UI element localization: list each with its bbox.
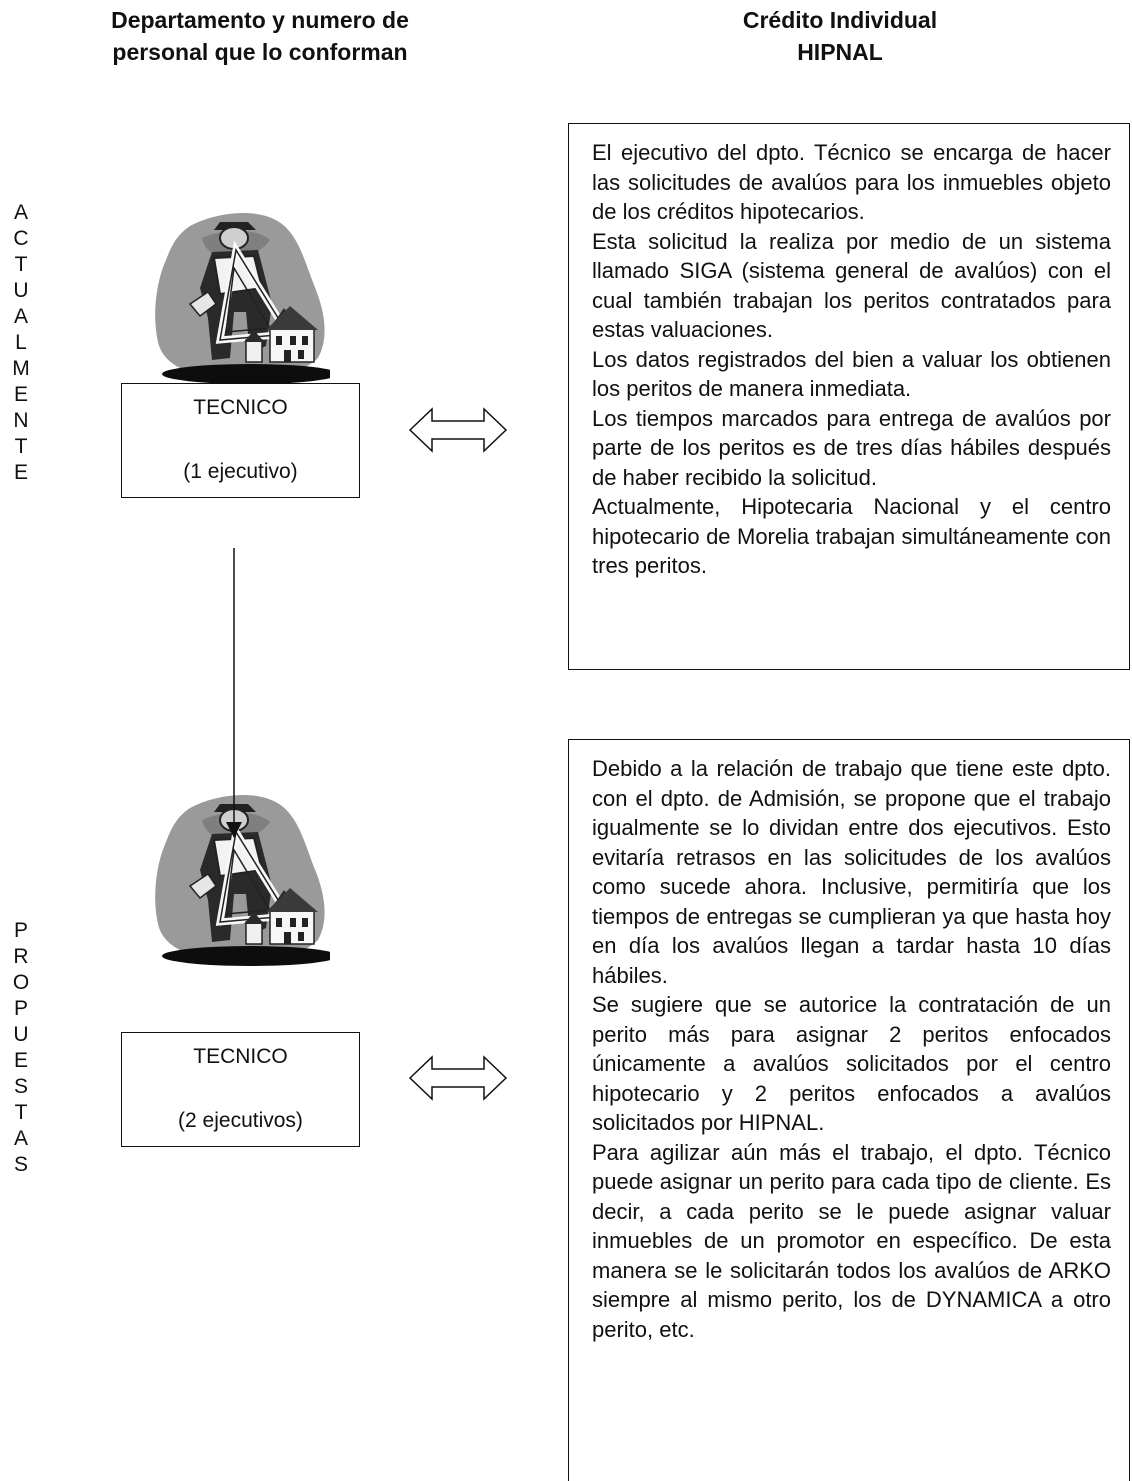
- side-letter: T: [14, 435, 28, 458]
- department-name: TECNICO: [193, 1045, 288, 1068]
- side-letter: P: [13, 997, 28, 1020]
- description-paragraph: Los tiempos marcados para entrega de ava…: [592, 405, 1111, 490]
- side-letter: E: [13, 461, 28, 484]
- side-label-actualmente: A C T U A L M E N T E: [8, 200, 34, 486]
- description-paragraph: Debido a la relación de trabajo que tien…: [592, 756, 1111, 988]
- description-paragraph: El ejecutivo del dpto. Técnico se encarg…: [592, 140, 1111, 224]
- header-line: personal que lo conforman: [112, 39, 408, 65]
- side-letter: R: [13, 945, 29, 968]
- department-box-proposed: TECNICO (2 ejecutivos): [121, 1032, 360, 1147]
- side-letter: A: [13, 305, 28, 328]
- column-header-department: Departamento y numero de personal que lo…: [60, 4, 460, 68]
- side-letter: M: [12, 357, 30, 380]
- side-letter: N: [13, 409, 29, 432]
- header-line: Crédito Individual: [742, 7, 938, 33]
- header-line: Departamento y numero de: [111, 7, 409, 33]
- surveyor-clipart-icon: [155, 212, 330, 384]
- department-box-current: TECNICO (1 ejecutivo): [121, 383, 360, 498]
- side-letter: C: [13, 227, 29, 250]
- side-letter: T: [14, 253, 28, 276]
- double-headed-arrow-icon: [408, 407, 508, 453]
- double-headed-arrow-icon: [408, 1055, 508, 1101]
- side-letter: S: [13, 1075, 28, 1098]
- side-letter: U: [13, 1023, 29, 1046]
- side-letter: T: [14, 1101, 28, 1124]
- department-staff: (1 ejecutivo): [183, 460, 298, 483]
- description-paragraph: Los datos registrados del bien a valuar …: [592, 346, 1111, 402]
- side-label-propuestas: P R O P U E S T A S: [8, 918, 34, 1178]
- column-header-credit: Crédito Individual HIPNAL: [620, 4, 1060, 68]
- side-letter: S: [13, 1153, 28, 1176]
- description-box-proposed: Debido a la relación de trabajo que tien…: [568, 739, 1130, 1481]
- description-paragraph: Se sugiere que se autorice la contrataci…: [592, 992, 1111, 1135]
- side-letter: A: [13, 201, 28, 224]
- side-letter: E: [13, 383, 28, 406]
- side-letter: E: [13, 1049, 28, 1072]
- department-name: TECNICO: [193, 396, 288, 419]
- side-letter: O: [12, 971, 30, 994]
- side-letter: A: [13, 1127, 28, 1150]
- side-letter: L: [15, 331, 27, 354]
- description-paragraph: Para agilizar aún más el trabajo, el dpt…: [592, 1139, 1111, 1342]
- description-paragraph: Actualmente, Hipotecaria Nacional y el c…: [592, 494, 1111, 578]
- description-paragraph: Esta solicitud la realiza por medio de u…: [592, 228, 1111, 343]
- department-staff: (2 ejecutivos): [178, 1109, 303, 1132]
- side-letter: P: [13, 919, 28, 942]
- description-box-current: El ejecutivo del dpto. Técnico se encarg…: [568, 123, 1130, 670]
- side-letter: U: [13, 279, 29, 302]
- down-arrow-connector: [226, 548, 242, 838]
- header-line: HIPNAL: [797, 39, 883, 65]
